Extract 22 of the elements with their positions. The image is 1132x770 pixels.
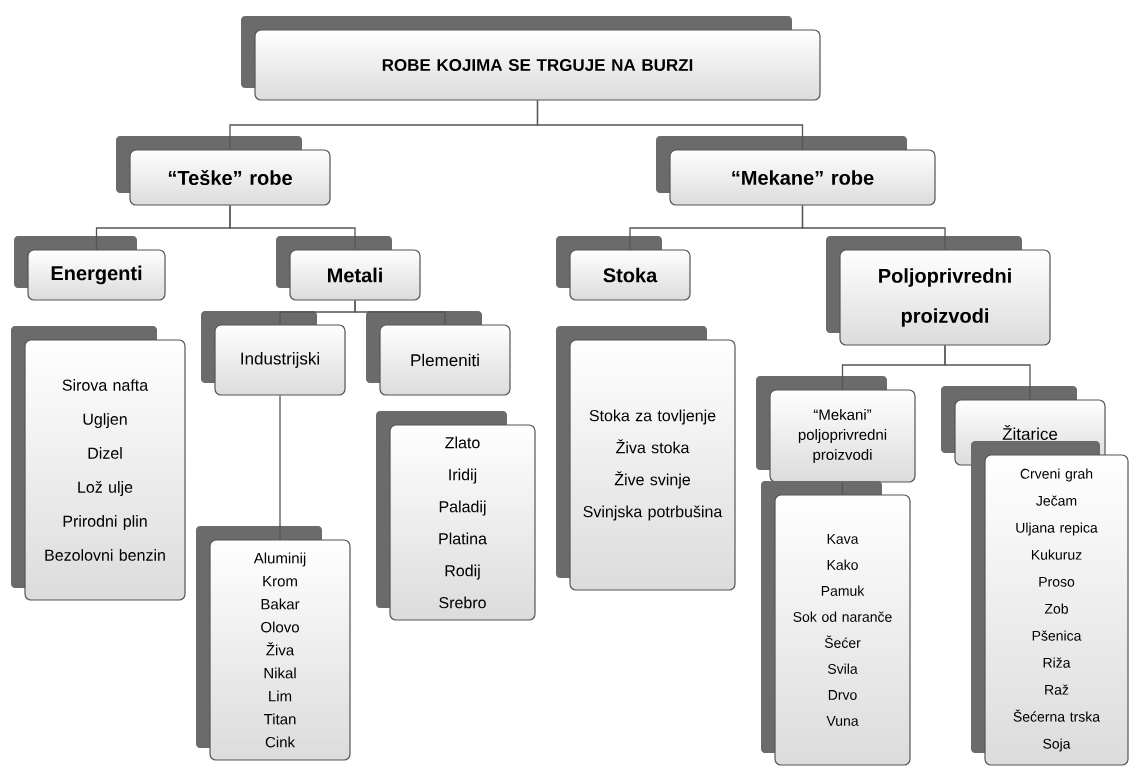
category-box: Stoka <box>556 236 691 301</box>
item-list-box: Crveni grah Ječam Uljana repica Kukuruz Proso Zob Pšenica Riža Raž Šećerna trska Soja <box>971 441 1129 766</box>
category-box: “Mekane” robe <box>656 136 936 206</box>
item-list-box: Zlato Iridij Paladij Platina Rodij Srebro <box>376 411 536 621</box>
connector-line <box>229 204 356 251</box>
connector-line <box>279 394 281 541</box>
item-list-box: Kava Kako Pamuk Sok od naranče Šećer Svila Drvo Vuna <box>761 481 911 766</box>
category-box: Energenti <box>14 236 166 301</box>
item-list-box: Sirova nafta Ugljen Dizel Lož ulje Prirodni plin Bezolovni benzin <box>11 326 186 601</box>
item-list-box: Aluminij Krom Bakar Olovo Živa Nikal Lim Titan Cink <box>196 526 351 761</box>
title-box: ROBE KOJIMA SE TRGUJE NA BURZI <box>241 16 821 101</box>
item-list-box: Stoka za tovljenje Živa stoka Žive svinje Svinjska potrbušina <box>556 326 736 591</box>
subcategory-box: Industrijski <box>201 311 346 396</box>
category-box: Poljoprivredni proizvodi <box>826 236 1051 346</box>
category-box: Metali <box>276 236 421 301</box>
subcategory-box: Plemeniti <box>366 311 511 396</box>
connector-line <box>536 99 804 151</box>
category-box: “Teške” robe <box>116 136 331 206</box>
connector-line <box>944 344 1031 401</box>
subcategory-box: “Mekani” poljoprivredni proizvodi <box>756 376 916 483</box>
connector-line <box>801 204 946 251</box>
connector-line <box>354 299 446 326</box>
